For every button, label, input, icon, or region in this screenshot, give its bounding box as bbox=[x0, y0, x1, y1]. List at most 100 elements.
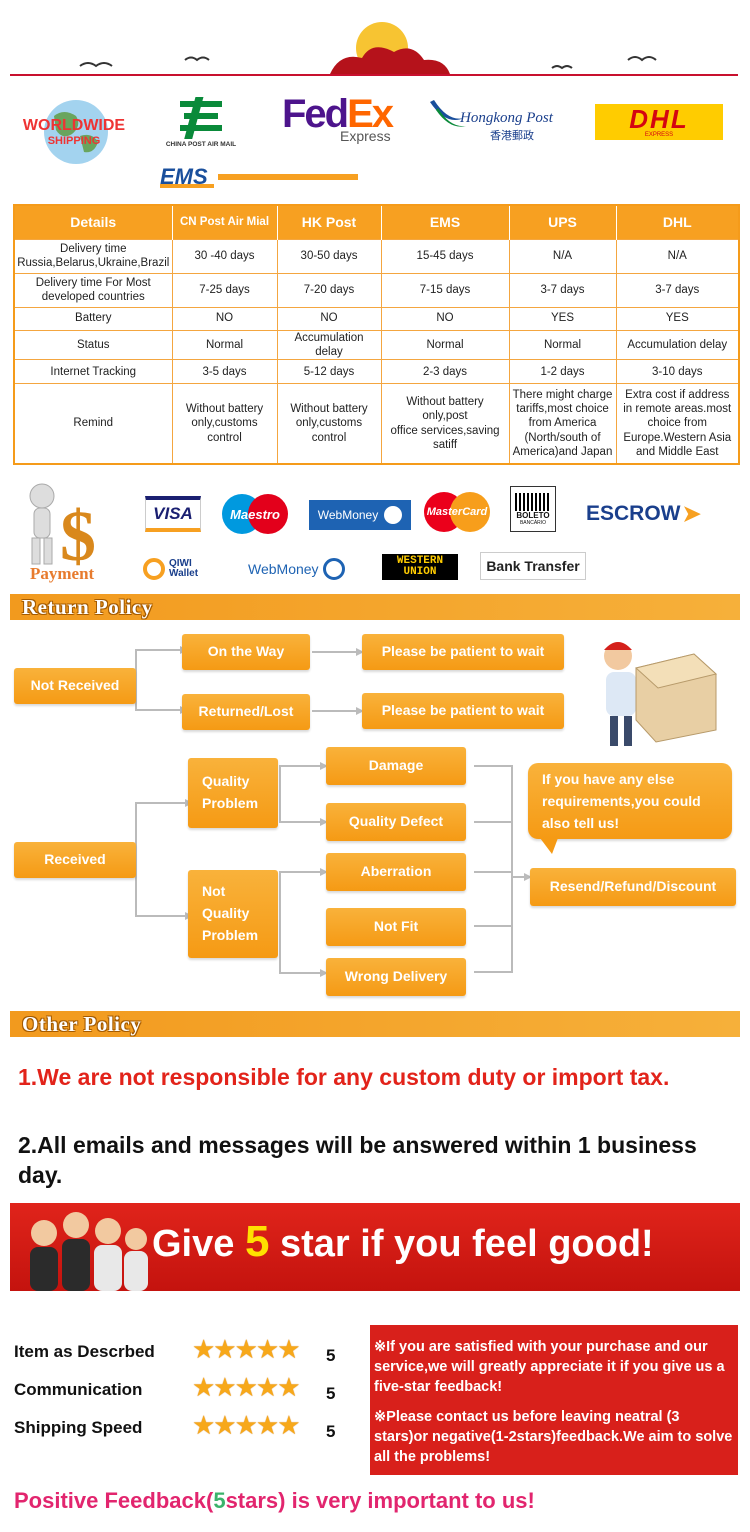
resend-refund-box: Resend/Refund/Discount bbox=[530, 868, 736, 906]
return-policy-title: Return Policy bbox=[22, 595, 153, 619]
mastercard-logo: MasterCard bbox=[424, 492, 490, 532]
worldwide-text: WORLDWIDE bbox=[22, 116, 126, 134]
banner-five: 5 bbox=[244, 1217, 270, 1266]
table-cell: There might charge tariffs,most choice f… bbox=[508, 383, 617, 465]
table-cell: N/A bbox=[508, 238, 617, 274]
table-cell: 3-7 days bbox=[615, 272, 740, 308]
boleto-text: BOLETO bbox=[516, 510, 550, 520]
ems-text: EMS bbox=[160, 164, 214, 190]
star-rating-icon: ★★★★★ bbox=[192, 1334, 301, 1364]
table-cell: Without battery only,post office service… bbox=[380, 383, 510, 465]
team-people-icon bbox=[30, 1212, 148, 1291]
wrong-delivery-box: Wrong Delivery bbox=[326, 958, 466, 996]
rating-label: Shipping Speed bbox=[14, 1418, 143, 1437]
table-cell: 3-7 days bbox=[508, 272, 617, 308]
quality-defect-box: Quality Defect bbox=[326, 803, 466, 841]
received-box: Received bbox=[14, 842, 136, 878]
fedex-express: Express bbox=[340, 128, 391, 144]
five-star-banner: Give 5 star if you feel good! bbox=[10, 1203, 740, 1291]
row-label: Internet Tracking bbox=[13, 359, 173, 385]
table-cell: Normal bbox=[508, 329, 617, 361]
table-cell: 2-3 days bbox=[380, 359, 510, 385]
webmoney-text: WebMoney bbox=[317, 508, 379, 522]
escrow-arrow-icon: ➤ bbox=[682, 501, 701, 526]
mastercard-circles-icon bbox=[424, 492, 490, 532]
wait-box-1: Please be patient to wait bbox=[362, 634, 564, 670]
not-received-box: Not Received bbox=[14, 668, 136, 704]
payment-mascot: $ Payment bbox=[20, 482, 130, 583]
bottom-text-a: Positive Feedback( bbox=[14, 1488, 214, 1513]
table-cell: Normal bbox=[380, 329, 510, 361]
ems-logo: EMS bbox=[160, 164, 380, 190]
western-union-logo: WESTERN UNION bbox=[382, 554, 458, 580]
column-header: EMS bbox=[381, 205, 510, 239]
column-header: Details bbox=[14, 205, 173, 239]
escrow-text: ESCROW bbox=[586, 502, 681, 525]
rating-value: 5 bbox=[326, 1422, 336, 1441]
rating-value: 5 bbox=[326, 1346, 336, 1365]
dhl-logo: DHL EXPRESS bbox=[595, 104, 723, 140]
bottom-five: 5 bbox=[213, 1488, 226, 1513]
header-divider bbox=[10, 74, 738, 76]
table-cell: NO bbox=[171, 306, 278, 331]
note-contact: ※Please contact us before leaving neatra… bbox=[374, 1409, 733, 1465]
table-cell: Accumulation delay bbox=[276, 329, 382, 361]
payment-label: Payment bbox=[30, 564, 95, 583]
china-post-logo: CHINA POST AIR MAIL bbox=[160, 90, 242, 152]
qiwi-icon bbox=[143, 558, 165, 580]
table-row: Delivery time Russia,Belarus,Ukraine,Bra… bbox=[13, 238, 740, 274]
damage-box: Damage bbox=[326, 747, 466, 785]
table-cell: Without battery only,customs control bbox=[171, 383, 278, 465]
return-policy-bar: Return Policy bbox=[10, 594, 740, 620]
fedex-logo: FedEx Express bbox=[282, 94, 397, 146]
dhl-text: DHL bbox=[629, 104, 689, 134]
not-fit-box: Not Fit bbox=[326, 908, 466, 946]
fedex-fed: Fed bbox=[282, 92, 349, 136]
escrow-logo: ESCROW ➤ bbox=[586, 498, 706, 530]
table-cell: N/A bbox=[615, 238, 740, 274]
table-cell: 7-15 days bbox=[380, 272, 510, 308]
positive-feedback-line: Positive Feedback(5stars) is very import… bbox=[14, 1488, 535, 1514]
delivery-man-icon bbox=[604, 642, 718, 746]
table-cell: 5-12 days bbox=[276, 359, 382, 385]
table-cell: Without battery only,customs control bbox=[276, 383, 382, 465]
not-quality-problem-box: Not Quality Problem bbox=[188, 870, 278, 958]
row-label: Delivery time For Most developed countri… bbox=[13, 272, 173, 308]
row-label: Status bbox=[13, 329, 173, 361]
on-the-way-box: On the Way bbox=[182, 634, 310, 670]
hkpost-swoosh-icon bbox=[430, 100, 466, 127]
wait-box-2: Please be patient to wait bbox=[362, 693, 564, 729]
rating-value: 5 bbox=[326, 1384, 336, 1403]
row-label: Battery bbox=[13, 306, 173, 331]
worldwide-shipping-logo: WORLDWIDE SHIPPING bbox=[14, 96, 134, 168]
qiwi-text: QIWI bbox=[169, 558, 192, 569]
maestro-logo: Maestro bbox=[222, 494, 288, 534]
banner-rest: star if you feel good! bbox=[280, 1223, 654, 1265]
requirements-bubble: If you have any else requirements,you co… bbox=[528, 763, 732, 839]
other-policy-title: Other Policy bbox=[22, 1012, 142, 1036]
star-rating-icon: ★★★★★ bbox=[192, 1410, 301, 1440]
column-header: CN Post Air Mial bbox=[172, 205, 278, 239]
union-text: UNION bbox=[403, 566, 437, 578]
hkpost-cn-text: 香港郵政 bbox=[490, 130, 534, 142]
feedback-note-box: ※If you are satisfied with your purchase… bbox=[370, 1325, 738, 1475]
qiwi-wallet-text: Wallet bbox=[169, 568, 199, 579]
note-satisfied: ※If you are satisfied with your purchase… bbox=[374, 1339, 725, 1395]
barcode-icon bbox=[515, 492, 551, 511]
column-header: UPS bbox=[509, 205, 617, 239]
shipping-comparison-table: Details CN Post Air Mial HK Post EMS UPS… bbox=[13, 204, 740, 465]
policy-response-time: 2.All emails and messages will be answer… bbox=[18, 1132, 697, 1188]
webmoney-logo-1: WebMoney bbox=[309, 500, 411, 530]
dhl-express-text: EXPRESS bbox=[644, 132, 674, 138]
china-post-icon bbox=[180, 96, 222, 139]
table-row: Delivery time For Most developed countri… bbox=[13, 272, 740, 308]
webmoney-logo-2: WebMoney bbox=[248, 556, 360, 582]
star-rating-icon: ★★★★★ bbox=[192, 1372, 301, 1402]
aberration-box: Aberration bbox=[326, 853, 466, 891]
qiwi-logo: QIWI Wallet bbox=[143, 556, 235, 582]
quality-problem-box: Quality Problem bbox=[188, 758, 278, 828]
table-cell: Extra cost if address in remote areas.mo… bbox=[615, 383, 740, 465]
